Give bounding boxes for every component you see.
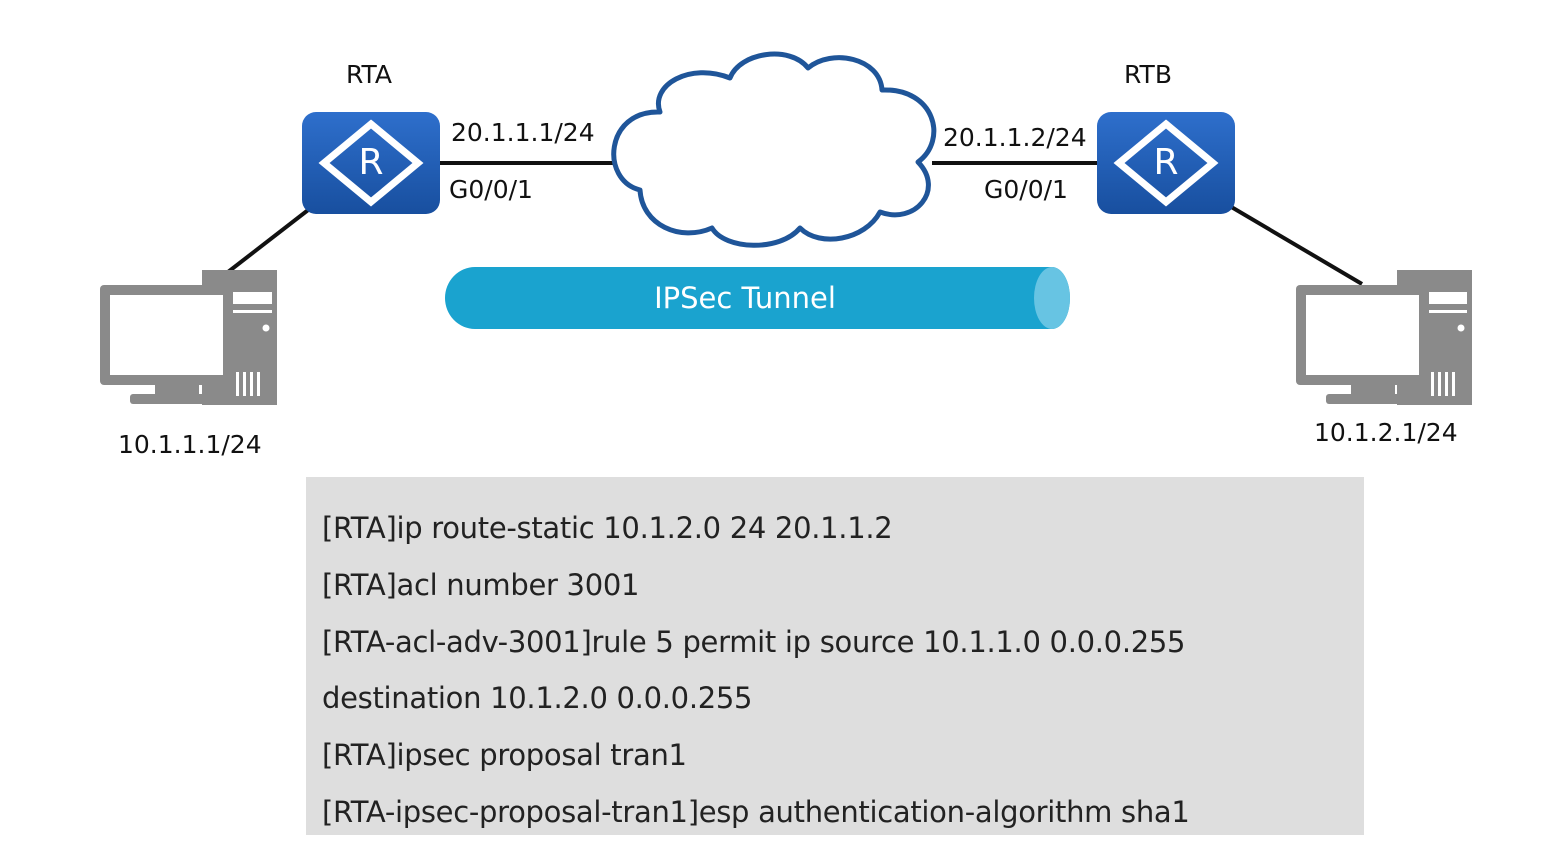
config-line: [RTA]acl number 3001 (322, 567, 640, 602)
host-left-ip: 10.1.1.1/24 (118, 430, 262, 459)
config-line: [RTA]ip route-static 10.1.2.0 24 20.1.1.… (322, 511, 893, 545)
rta-interface-label: G0/0/1 (449, 175, 533, 204)
host-right-ip: 10.1.2.1/24 (1314, 418, 1458, 447)
config-line: [RTA-ipsec-proposal-tran1]esp authentica… (322, 794, 1190, 829)
config-line: destination 10.1.2.0 0.0.0.255 (322, 681, 753, 716)
rtb-interface-label: G0/0/1 (984, 175, 1068, 204)
router-rtb-letter: R (1153, 142, 1179, 183)
rtb-ip-label: 20.1.1.2/24 (943, 123, 1087, 152)
pc-right-icon (1296, 270, 1472, 405)
router-rta-icon (302, 112, 440, 214)
cloud-icon (611, 51, 937, 248)
link-rta-host-left (226, 205, 314, 274)
router-rtb-icon (1097, 112, 1235, 214)
ipsec-tunnel (445, 267, 1070, 329)
config-line: [RTA]ipsec proposal tran1 (322, 738, 687, 773)
rta-ip-label: 20.1.1.1/24 (451, 118, 595, 147)
link-rtb-host-right (1226, 203, 1364, 286)
config-commands-panel: [RTA]ip route-static 10.1.2.0 24 20.1.1.… (306, 477, 1364, 835)
config-line: [RTA-acl-adv-3001]rule 5 permit ip sourc… (322, 624, 1186, 659)
router-rtb-name: RTB (1124, 60, 1172, 89)
tunnel-label: IPSec Tunnel (654, 281, 836, 315)
router-rta-letter: R (358, 142, 384, 183)
pc-left-icon (100, 270, 277, 405)
router-rta-name: RTA (346, 60, 392, 89)
